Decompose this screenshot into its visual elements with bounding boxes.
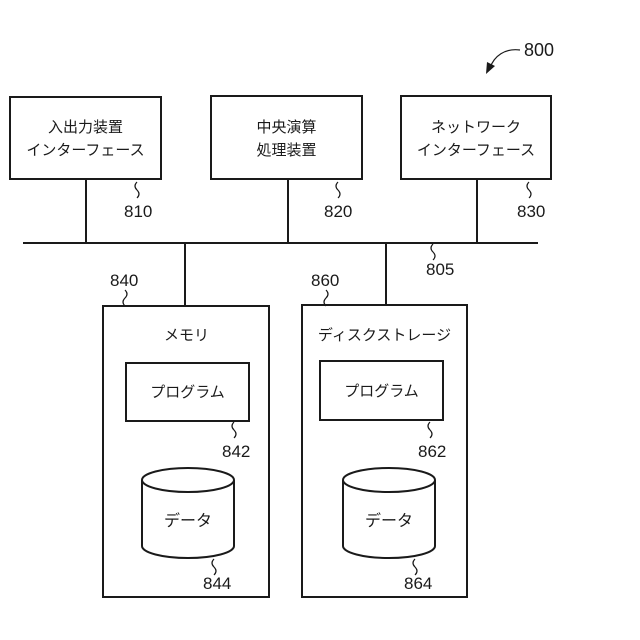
cpu-label-line1: 中央演算 <box>256 118 316 136</box>
cpu-label-line2: 処理装置 <box>256 141 316 159</box>
cpu-ref-squiggle <box>336 182 340 198</box>
system-bus: 805 <box>23 243 538 279</box>
io-interface-label-line1: 入出力装置 <box>48 118 123 136</box>
figure-ref-label: 800 <box>524 40 554 60</box>
cpu-ref: 820 <box>324 202 352 221</box>
figure-ref-arrow-shaft <box>490 50 520 68</box>
disk-storage-data-ref: 864 <box>404 574 432 593</box>
memory-block: 840 メモリ プログラム 842 データ 844 <box>103 243 269 597</box>
io-interface-ref: 810 <box>124 202 152 221</box>
memory-data-label: データ <box>164 511 212 530</box>
memory-data-cylinder-top <box>142 468 234 492</box>
disk-storage-ref: 860 <box>311 271 339 290</box>
io-interface-box <box>10 97 161 179</box>
memory-ref-squiggle <box>123 290 127 306</box>
network-interface-block: ネットワーク インターフェース 830 <box>401 96 551 243</box>
memory-program-ref: 842 <box>222 442 250 461</box>
disk-storage-program-label: プログラム <box>344 382 419 400</box>
network-interface-label-line2: インターフェース <box>417 141 535 159</box>
disk-storage-block: 860 ディスクストレージ プログラム 862 データ 864 <box>302 243 467 597</box>
cpu-box <box>211 96 362 179</box>
io-interface-label-line2: インターフェース <box>26 141 144 159</box>
memory-program-label: プログラム <box>150 383 225 401</box>
disk-storage-label: ディスクストレージ <box>318 326 451 344</box>
memory-ref: 840 <box>110 271 138 290</box>
disk-storage-data-label: データ <box>365 511 413 530</box>
cpu-block: 中央演算 処理装置 820 <box>211 96 362 243</box>
network-interface-label-line1: ネットワーク <box>431 118 521 136</box>
disk-storage-program-ref: 862 <box>418 442 446 461</box>
bus-ref-label: 805 <box>426 260 454 279</box>
memory-data-ref: 844 <box>203 574 231 593</box>
bus-ref-squiggle <box>431 244 435 260</box>
figure-ref-arrow-head <box>486 62 495 74</box>
memory-label: メモリ <box>164 326 209 344</box>
io-interface-block: 入出力装置 インターフェース 810 <box>10 97 161 243</box>
io-interface-ref-squiggle <box>135 182 139 198</box>
network-interface-ref: 830 <box>517 202 545 221</box>
figure-ref-800: 800 <box>486 40 554 74</box>
disk-storage-ref-squiggle <box>324 290 328 306</box>
network-interface-box <box>401 96 551 179</box>
disk-storage-data-cylinder-top <box>343 468 435 492</box>
network-interface-ref-squiggle <box>527 182 531 198</box>
